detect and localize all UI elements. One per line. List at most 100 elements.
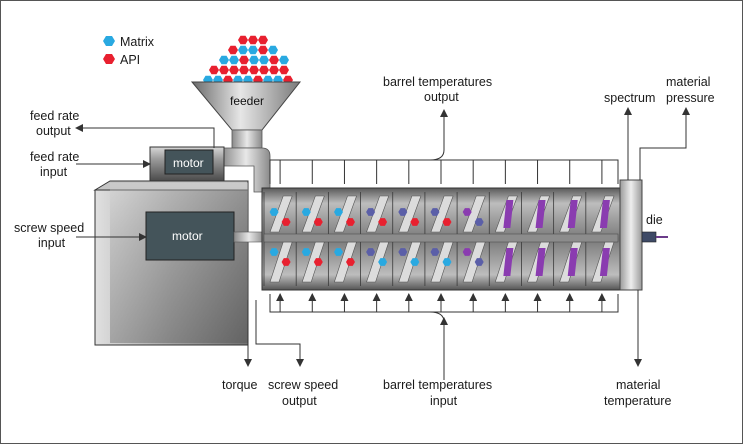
material-particle (269, 248, 279, 256)
screw-flight (462, 195, 486, 233)
api-legend-label: API (120, 53, 140, 67)
material-particle (442, 258, 452, 266)
barrel-temperatures-output-label: barrel temperatures (383, 75, 492, 89)
screw-shaft (263, 233, 619, 243)
screw-flight (269, 195, 293, 233)
material-particle (366, 248, 376, 256)
die-label: die (646, 213, 663, 227)
melt-band (535, 200, 546, 228)
material-particle (410, 218, 420, 226)
matrix-legend-label: Matrix (120, 35, 155, 49)
legend: Matrix API (103, 35, 155, 67)
granule (269, 65, 279, 75)
granule (209, 65, 219, 75)
material-particle (301, 248, 311, 256)
material-particle (281, 258, 291, 266)
material-particle (281, 218, 291, 226)
material-particle (430, 248, 440, 256)
material-particle (313, 218, 323, 226)
feeder-motor-label: motor (173, 156, 204, 170)
barrel-temperatures-output-label-2: output (424, 90, 459, 104)
spectrum-label: spectrum (604, 91, 655, 105)
material-particle (313, 258, 323, 266)
material-particle (462, 208, 472, 216)
granule (268, 45, 278, 55)
screw-flight (301, 195, 325, 233)
granule (229, 55, 239, 65)
material-particle (269, 208, 279, 216)
material-particle (398, 248, 408, 256)
brace-center (429, 311, 445, 323)
granule (269, 55, 279, 65)
feed-rate-input-label-2: input (40, 165, 68, 179)
barrel-particles (269, 200, 610, 276)
granule (239, 65, 249, 75)
feeder-motor: motor (149, 146, 225, 182)
granule (239, 55, 249, 65)
feed-rate-input-label: feed rate (30, 150, 79, 164)
granule (238, 45, 248, 55)
screw-speed-input-label-2: input (38, 236, 66, 250)
melt-band (503, 248, 514, 276)
screw-flight (430, 195, 454, 233)
material-particle (442, 218, 452, 226)
material-particle (398, 208, 408, 216)
granule (249, 55, 259, 65)
feeder-label: feeder (230, 94, 264, 108)
main-motor-housing: motor (93, 180, 249, 346)
annotation-labels: feed rate output feed rate input screw s… (14, 75, 715, 408)
brace-center (429, 149, 445, 161)
granule (228, 45, 238, 55)
melt-band (599, 248, 610, 276)
melt-band (599, 200, 610, 228)
granule-pile (203, 35, 293, 85)
granule (249, 65, 259, 75)
signal-lines (75, 107, 690, 380)
melt-band (567, 200, 578, 228)
granule (258, 45, 268, 55)
granule (259, 55, 269, 65)
material-particle (410, 258, 420, 266)
screw-flight (366, 195, 390, 233)
feed-rate-output-label: feed rate (30, 109, 79, 123)
matrix-legend-swatch (103, 36, 115, 46)
granule (219, 55, 229, 65)
melt-band (503, 200, 514, 228)
screw-speed-output-label: screw speed (268, 378, 338, 392)
melt-band (535, 248, 546, 276)
feed-rate-output-label-2: output (36, 124, 71, 138)
material-particle (462, 248, 472, 256)
melt-band (567, 248, 578, 276)
material-pressure-label-2: pressure (666, 91, 715, 105)
barrel-temperatures-output-brace (269, 149, 619, 184)
material-temperature-label: material (616, 378, 660, 392)
material-particle (474, 258, 484, 266)
screw-speed-output-label-2: output (282, 394, 317, 408)
brace-line (269, 294, 619, 313)
torque-label: torque (222, 378, 257, 392)
granule (279, 65, 289, 75)
material-temperature-label-2: temperature (604, 394, 671, 408)
die-plate: die (619, 179, 668, 291)
material-particle (346, 258, 355, 266)
screw-flight (398, 195, 422, 233)
material-particle (301, 208, 311, 216)
granule (238, 35, 248, 45)
screw-speed-input-label: screw speed (14, 221, 84, 235)
material-particle (346, 218, 355, 226)
material-particle (334, 208, 343, 216)
barrel-temperatures-input-brace (269, 293, 619, 323)
api-legend-swatch (103, 54, 115, 64)
barrel-temperatures-input-label: barrel temperatures (383, 378, 492, 392)
granule (259, 65, 269, 75)
granule (229, 65, 239, 75)
granule (248, 35, 258, 45)
material-particle (334, 248, 343, 256)
granule (248, 45, 258, 55)
material-particle (474, 218, 484, 226)
granule (219, 65, 229, 75)
material-pressure-label: material (666, 75, 710, 89)
granule (279, 55, 289, 65)
main-motor-label: motor (172, 229, 203, 243)
